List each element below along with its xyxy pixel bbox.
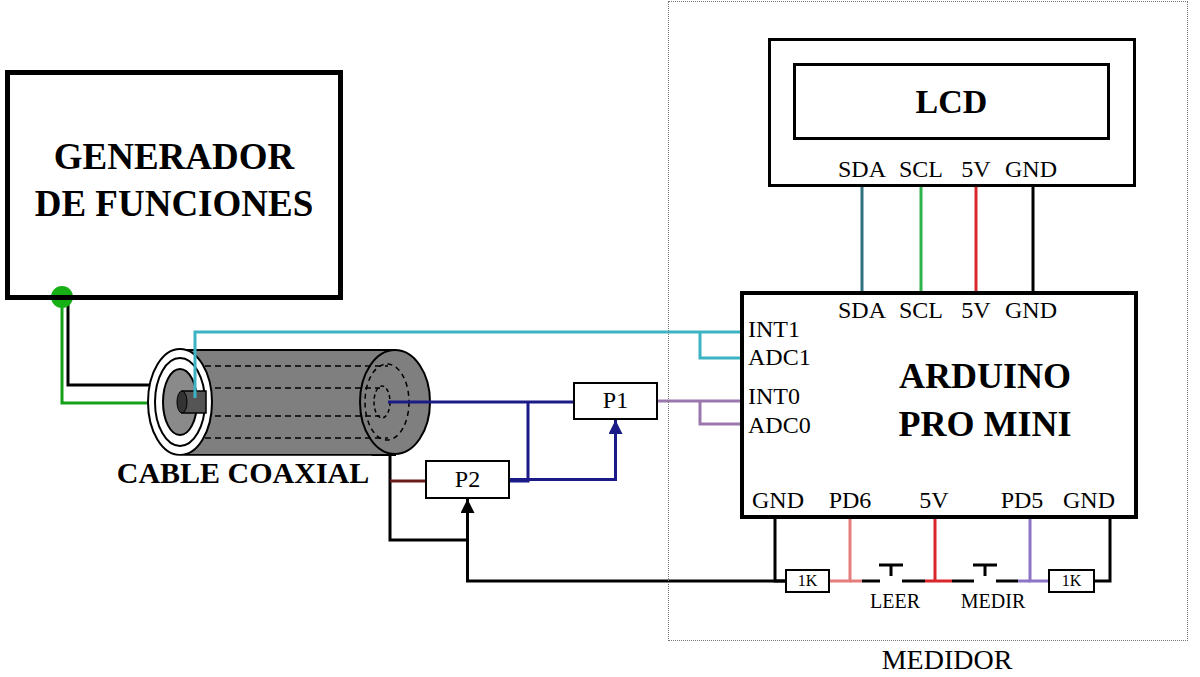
wire-connector [1032, 187, 1035, 291]
wire-connector [468, 499, 786, 581]
adc-wire [700, 402, 740, 424]
coax-conductor-tip [177, 391, 187, 413]
coax-shield [155, 358, 205, 446]
pushbutton-symbol [973, 565, 997, 576]
resistor-box: 1K [785, 569, 830, 593]
pin-label: 5V [919, 487, 948, 515]
wire-connector [775, 519, 785, 581]
part-label: CABLE COAXIAL [115, 456, 372, 491]
pin-label: 5V [961, 297, 990, 325]
button-label: LEER [868, 590, 922, 613]
pin-label: INT1 [748, 316, 800, 344]
pin-label: ADC0 [748, 412, 811, 440]
region-title: MEDIDOR [882, 644, 1013, 676]
generator-box: GENERADOR DE FUNCIONES [5, 70, 343, 300]
shield-wire [390, 480, 425, 483]
pin-label: GND [1005, 297, 1057, 325]
wire-connector [658, 400, 740, 403]
resistor-value: 1K [798, 572, 818, 590]
part-name: P1 [603, 387, 628, 415]
meter-region: MEDIDORSDASCL5VGNDLCDARDUINO PRO MINISDA… [668, 1, 1188, 641]
wire-connector [510, 420, 616, 480]
box-title: ARDUINO PRO MINI [880, 353, 1090, 449]
pin-label: SCL [899, 156, 943, 184]
ground-wire [68, 300, 152, 385]
coax-core [205, 388, 380, 416]
button-wire [850, 580, 862, 583]
pin-label: PD6 [829, 487, 872, 515]
lcd-module: SDA SCL 5V GND LCD [768, 38, 1136, 187]
supply-wire [925, 519, 952, 581]
wire-connector [1095, 519, 1110, 581]
potentiometer-box: P2 [425, 460, 510, 499]
output-wire [388, 402, 573, 481]
pin-label: GND [1005, 156, 1057, 184]
microcontroller-box: ARDUINO PRO MINI SDA SCL 5V GND INT1ADC1INT0A… [740, 291, 1138, 519]
button-label: MEDIR [959, 590, 1027, 613]
coax-dielectric [205, 366, 388, 438]
pin-label: SDA [838, 297, 886, 325]
wire-connector [1030, 519, 1048, 581]
button-wire [1018, 580, 1030, 583]
lcd-screen: LCD [793, 63, 1110, 140]
pin-label: 5V [961, 156, 990, 184]
wire-connector [861, 187, 864, 291]
pin-label: GND [752, 487, 804, 515]
pin-label: ADC1 [748, 344, 811, 372]
pin-label: SDA [838, 156, 886, 184]
pin-label: INT0 [748, 383, 800, 411]
part-name: P2 [455, 466, 480, 494]
wire-connector [830, 519, 850, 581]
box-title: LCD [916, 82, 988, 121]
coax-jacket [148, 349, 212, 455]
wire-connector [975, 187, 978, 291]
resistor-box: 1K [1048, 569, 1095, 593]
coax-core-end [374, 386, 390, 418]
input-wire [195, 332, 740, 398]
pin-label: SCL [899, 297, 943, 325]
pushbutton-symbol [879, 565, 903, 576]
resistor-value: 1K [1062, 572, 1082, 590]
potentiometer-box: P1 [573, 382, 658, 420]
pin-label: PD5 [1001, 487, 1044, 515]
wire-connector [920, 187, 923, 291]
pin-label: GND [1063, 487, 1115, 515]
box-title: GENERADOR DE FUNCIONES [24, 134, 324, 228]
